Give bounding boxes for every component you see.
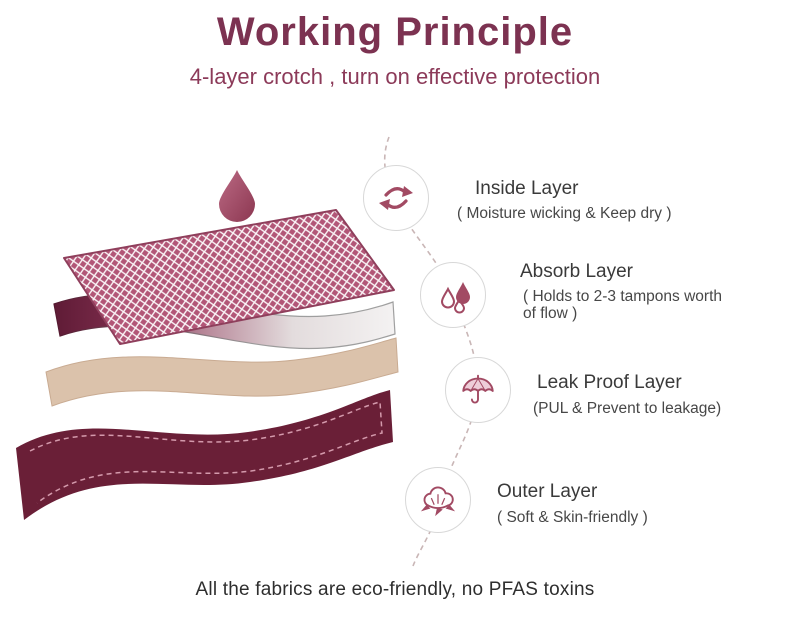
inside-layer-badge (363, 165, 429, 231)
water-drop-icon (219, 170, 255, 222)
water-drops-icon (433, 275, 473, 315)
page-title: Working Principle (216, 10, 574, 54)
absorb-layer-caption: ( Holds to 2-3 tampons worth of flow ) (523, 288, 723, 323)
umbrella-icon (459, 371, 497, 409)
mesh-top-layer-graphic (63, 209, 395, 345)
recycle-arrows-icon (378, 180, 414, 216)
inside-layer-caption: ( Moisture wicking & Keep dry ) (457, 205, 672, 222)
outer-layer-name: Outer Layer (497, 481, 598, 502)
stitch-line (29, 401, 383, 504)
absorb-layer-name: Absorb Layer (520, 261, 634, 282)
inside-layer-name: Inside Layer (475, 178, 579, 199)
eco-note: All the fabrics are eco-friendly, no PFA… (195, 579, 595, 600)
outer-layer-caption: ( Soft & Skin-friendly ) (497, 509, 648, 526)
absorb-layer-badge (420, 262, 486, 328)
page-subtitle: 4-layer crotch , turn on effective prote… (189, 64, 601, 89)
leakproof-layer-name: Leak Proof Layer (537, 372, 682, 393)
outer-layer-badge (405, 467, 471, 533)
leakproof-layer-caption: (PUL & Prevent to leakage) (533, 400, 722, 417)
dark-outer-layer-graphic (16, 390, 393, 520)
leakproof-layer-badge (445, 357, 511, 423)
cotton-flower-icon (418, 481, 458, 519)
beige-leakproof-layer-graphic (45, 337, 399, 407)
